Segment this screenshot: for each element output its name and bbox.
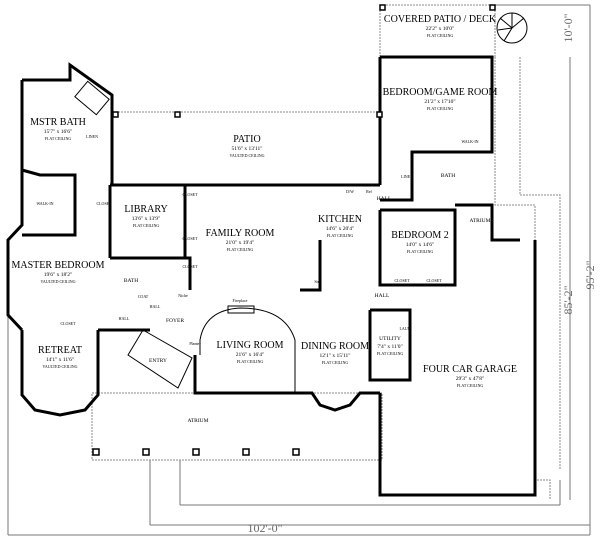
atrium-outline [91,392,383,461]
dimension-labels: 102'-0" 95'-2" 85'-2" 10'-0" [247,13,597,535]
bathtub-icon [74,80,110,116]
area-label-closet: CLOSET [182,236,198,241]
bedroom-2-name: BEDROOM 2 [391,230,449,241]
area-label-bath: BATH [124,278,138,284]
area-label-bath: BATH [441,173,455,179]
library-name: LIBRARY [124,204,167,215]
bedroom-2-size: 14'0" x 14'6" [406,242,434,248]
family-room-size: 21'0" x 19'4" [226,240,254,246]
family-room-name: FAMILY ROOM [206,228,275,239]
area-label-closet: CLOSET [96,201,112,206]
master-bath-size: 15'7" x 16'6" [44,129,72,135]
patio-name: PATIO [233,134,260,145]
area-label-d-w: D/W [346,189,354,194]
area-label-fireplace: Fireplace [233,298,248,303]
area-label-foyer: FOYER [166,318,184,324]
area-label-entry: ENTRY [149,358,167,364]
fireplace-icon [227,305,255,314]
garage-size: 29'3" x 47'8" [456,376,484,382]
bedroom-game-room-name: BEDROOM/GAME ROOM [383,87,498,98]
covered-patio-ceiling: FLAT CEILING [427,33,454,38]
deck-depth-dimension: 10'-0" [561,13,575,42]
area-label-closet: CLOSET [60,321,76,326]
bedroom-game-room-ceiling: FLAT CEILING [427,106,454,111]
area-label-laun: LAUN [399,326,410,331]
utility-name: UTILITY [379,336,401,342]
dining-room-size: 12'1" x 15'11" [319,353,350,359]
living-room-size: 21'6" x 16'4" [236,352,264,358]
area-label-linen: LINEN [401,174,413,179]
area-label-hall: HALL [375,293,390,299]
family-room-ceiling: FLAT CEILING [227,247,254,252]
area-label-planter: Planter [189,341,201,346]
area-label-hall: HALL [150,304,161,309]
area-label-hall: HALL [119,316,130,321]
patio-ceiling: VAULTED CEILING [230,153,265,158]
area-label-walk-in: WALK-IN [461,139,478,144]
kitchen-ceiling: FLAT CEILING [327,233,354,238]
area-label-atrium: ATRIUM [187,418,208,424]
garage-ceiling: FLAT CEILING [457,383,484,388]
utility-size: 7'4" x 11'0" [377,344,403,350]
walls [6,4,537,497]
garage-name: FOUR CAR GARAGE [423,364,517,375]
area-label-hall: HALL [377,196,392,202]
patio-size: 51'6" x 13'11" [231,146,262,152]
area-label-coat: COAT [138,294,149,299]
retreat-name: RETREAT [38,345,82,356]
bedroom-2-ceiling: FLAT CEILING [407,249,434,254]
library-size: 13'6" x 13'9" [132,216,160,222]
library-ceiling: FLAT CEILING [133,223,160,228]
area-label-sink: Sink [314,279,321,284]
living-room-name: LIVING ROOM [217,340,284,351]
master-bath-name: MSTR BATH [30,117,86,128]
retreat-size: 14'1" x 11'6" [46,357,74,363]
covered-patio-outline [379,4,496,58]
covered-patio-name: COVERED PATIO / DECK [384,14,497,25]
dining-room-name: DINING ROOM [301,341,369,352]
bedroom-game-room-size: 21'2" x 17'10" [424,99,455,105]
walkway-outline [494,57,551,500]
master-bedroom-size: 19'6" x 18'2" [44,272,72,278]
overall-depth-dimension: 95'-2" [583,260,597,289]
area-label-ref: Ref [366,189,372,194]
area-label-atrium: ATRIUM [469,218,490,224]
area-label-niche: Niche [178,293,188,298]
area-label-closet: CLOSET [182,192,198,197]
master-bedroom-name: MASTER BEDROOM [11,260,104,271]
main-depth-dimension: 85'-2" [561,285,575,314]
master-bath-ceiling: FLAT CEILING [45,136,72,141]
walkway-outline-inner [519,57,561,470]
dimension-lines [7,4,591,536]
kitchen-name: KITCHEN [318,214,362,225]
dining-room-ceiling: FLAT CEILING [322,360,349,365]
utility-ceiling: FLAT CEILING [377,351,404,356]
overall-width-dimension: 102'-0" [247,521,282,535]
living-room-ceiling: FLAT CEILING [237,359,264,364]
area-label-closet: CLOSET [426,278,442,283]
master-bedroom-ceiling: VAULTED CEILING [41,279,76,284]
spiral-stair-icon [496,12,528,44]
retreat-ceiling: VAULTED CEILING [43,364,78,369]
area-label-walk-in: WALK-IN [36,201,53,206]
area-label-closet: CLOSET [182,264,198,269]
covered-patio-size: 22'2" x 10'0" [426,26,454,32]
area-label-closet: CLOSET [394,278,410,283]
area-label-linen: LINEN [86,134,98,139]
kitchen-size: 14'6" x 20'4" [326,226,354,232]
